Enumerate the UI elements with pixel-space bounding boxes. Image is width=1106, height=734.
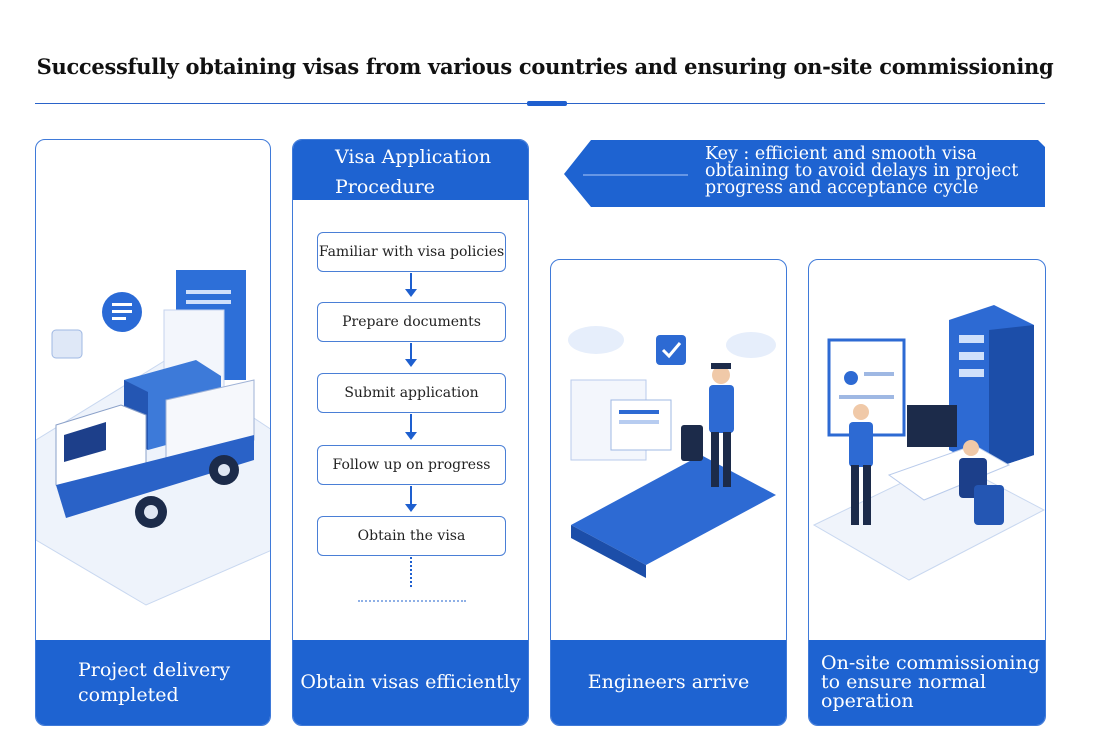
arrow-down-icon xyxy=(405,486,417,512)
key-banner-text: Key : efficient and smooth visa obtainin… xyxy=(705,144,1019,198)
title-divider-accent xyxy=(527,101,567,106)
page-title: Successfully obtaining visas from variou… xyxy=(36,54,1054,79)
dotted-divider xyxy=(358,600,466,602)
engineer-with-luggage-icon xyxy=(568,326,776,578)
card-label: On-site commissioning to ensure normal o… xyxy=(809,640,1045,725)
step-familiar-policies: Familiar with visa policies xyxy=(317,232,506,272)
step-submit-application: Submit application xyxy=(317,373,506,413)
step-prepare-documents: Prepare documents xyxy=(317,302,506,342)
arrow-down-icon xyxy=(405,414,417,440)
card-visa-procedure: Visa Application Procedure Familiar with… xyxy=(292,139,529,726)
card-label: Project delivery completed xyxy=(36,640,270,725)
server-room-workers-icon xyxy=(812,305,1045,581)
card-onsite-commissioning: On-site commissioning to ensure normal o… xyxy=(808,259,1046,726)
step-obtain-visa: Obtain the visa xyxy=(317,516,506,556)
step-follow-up: Follow up on progress xyxy=(317,445,506,485)
key-banner xyxy=(564,140,1045,207)
card-label: Engineers arrive xyxy=(551,640,786,725)
continuation-line xyxy=(410,557,412,587)
card-project-delivery: Project delivery completed xyxy=(35,139,271,726)
procedure-header: Visa Application Procedure xyxy=(293,140,528,200)
delivery-truck-icon xyxy=(36,270,270,606)
arrow-down-icon xyxy=(405,343,417,367)
arrow-down-icon xyxy=(405,273,417,297)
card-engineers-arrive: Engineers arrive xyxy=(550,259,787,726)
card-label: Obtain visas efficiently xyxy=(293,640,528,725)
